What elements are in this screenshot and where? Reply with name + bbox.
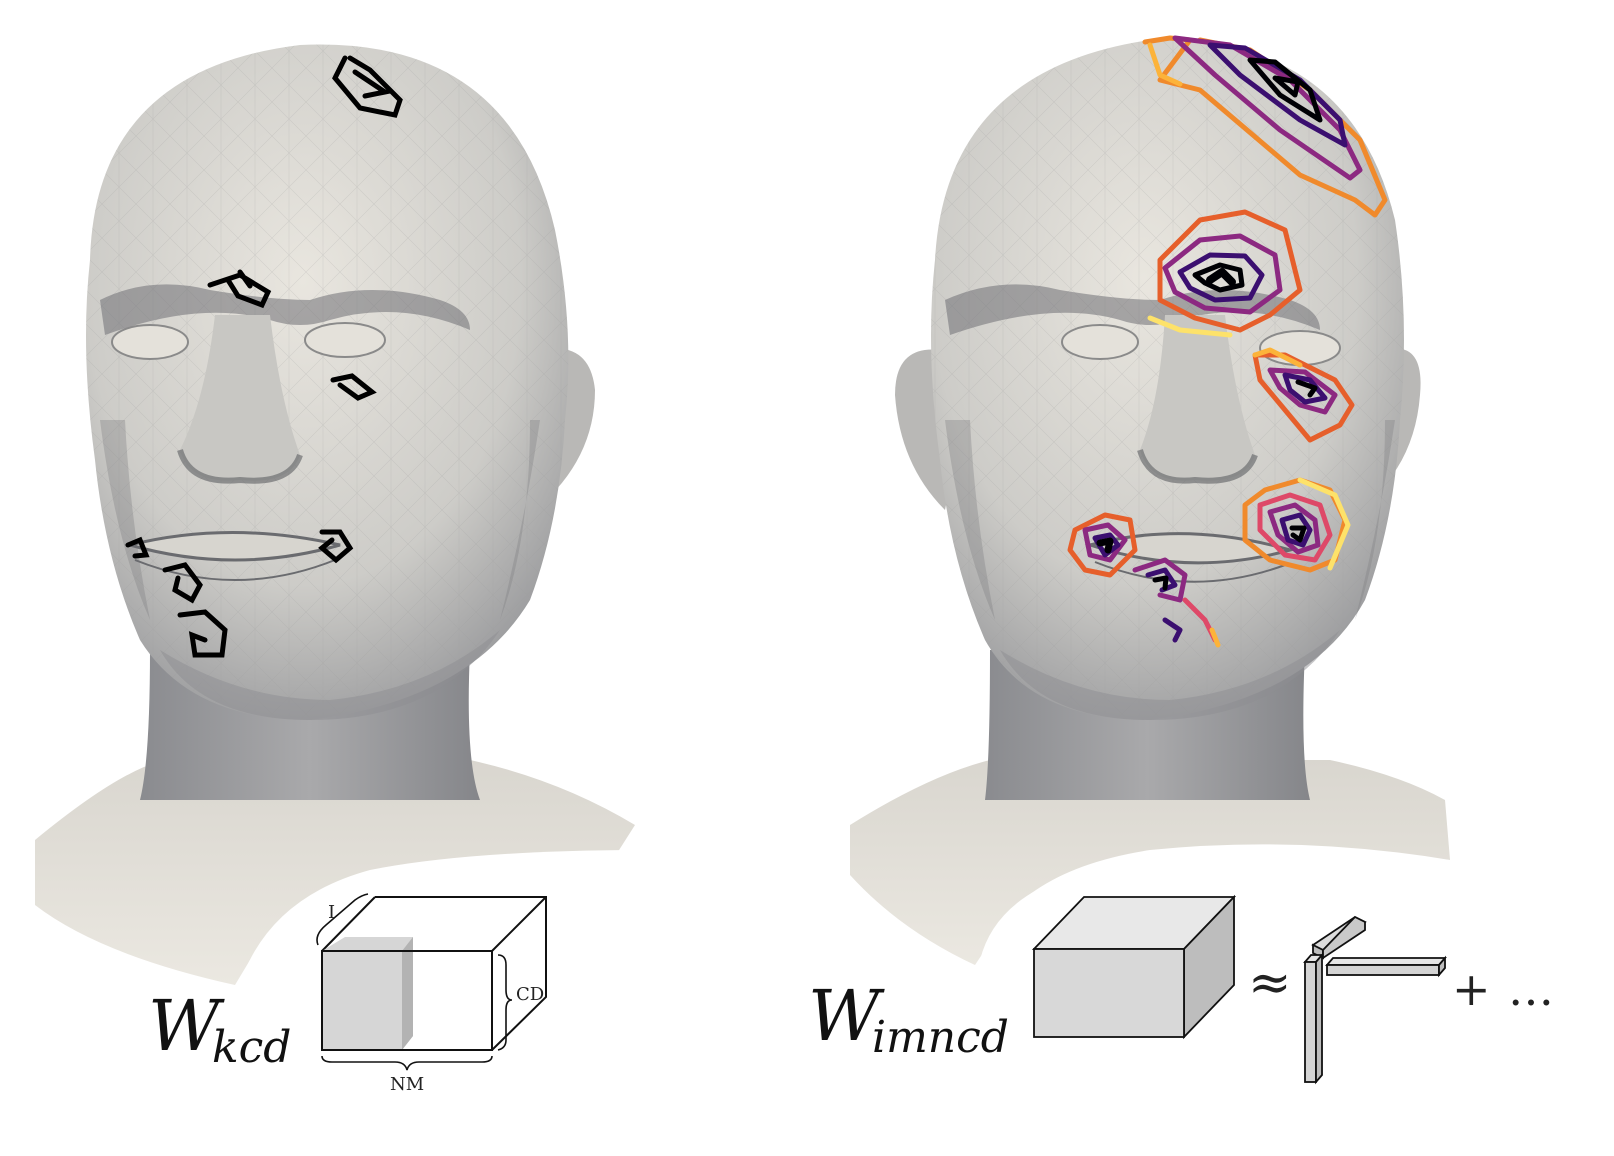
left-tensor-diagram: [316, 893, 547, 1071]
left-shoulders: [35, 760, 635, 985]
right-weight-symbol: W: [808, 975, 885, 1057]
marker-eye: [330, 373, 377, 401]
ellipsis-symbol: …: [1508, 962, 1554, 1016]
left-mouth: [124, 531, 341, 562]
right-shoulders: [850, 760, 1450, 965]
factor-bar-horizontal: [1325, 955, 1447, 978]
right-nose: [1140, 315, 1255, 481]
marker-lip: [162, 562, 203, 604]
approx-symbol: ≈: [1248, 953, 1292, 1013]
factor-bar-vertical: [1303, 952, 1324, 1085]
left-weight-subscript: kcd: [212, 1022, 291, 1073]
marker-cheek: [318, 529, 354, 564]
marker-brow: [207, 269, 272, 309]
left-tensor-label-height: CD: [516, 984, 544, 1005]
right-contour-markers: [1067, 35, 1388, 648]
contour-eye: [1252, 347, 1355, 443]
contour-brow: [1147, 209, 1303, 338]
right-weight-subscript: imncd: [872, 1012, 1009, 1063]
left-eye-r: [304, 322, 386, 358]
marker-forehead: [332, 55, 403, 118]
left-eye-l: [111, 324, 189, 360]
right-mouth: [1084, 532, 1296, 565]
left-markers: [125, 55, 403, 658]
right-tensor-front: [1033, 948, 1185, 1038]
contour-mouth-corner: [1067, 512, 1138, 578]
right-tensor-diagram: [1031, 894, 1447, 1085]
left-nose: [180, 315, 300, 481]
left-tensor-label-width: NM: [390, 1074, 424, 1095]
left-weight-symbol: W: [148, 985, 225, 1067]
contour-forehead: [1142, 35, 1388, 218]
factor-bar-top: [1311, 915, 1367, 960]
right-eye-l: [1061, 324, 1139, 360]
plus-symbol: +: [1452, 962, 1491, 1016]
contour-cheek: [1242, 477, 1351, 573]
right-head-render: [850, 35, 1450, 965]
left-head-render: [35, 44, 635, 985]
marker-mouth-corner: [125, 536, 150, 559]
contour-lip: [1132, 557, 1221, 648]
left-tensor-label-depth: I: [328, 902, 335, 923]
marker-chin: [177, 609, 228, 658]
